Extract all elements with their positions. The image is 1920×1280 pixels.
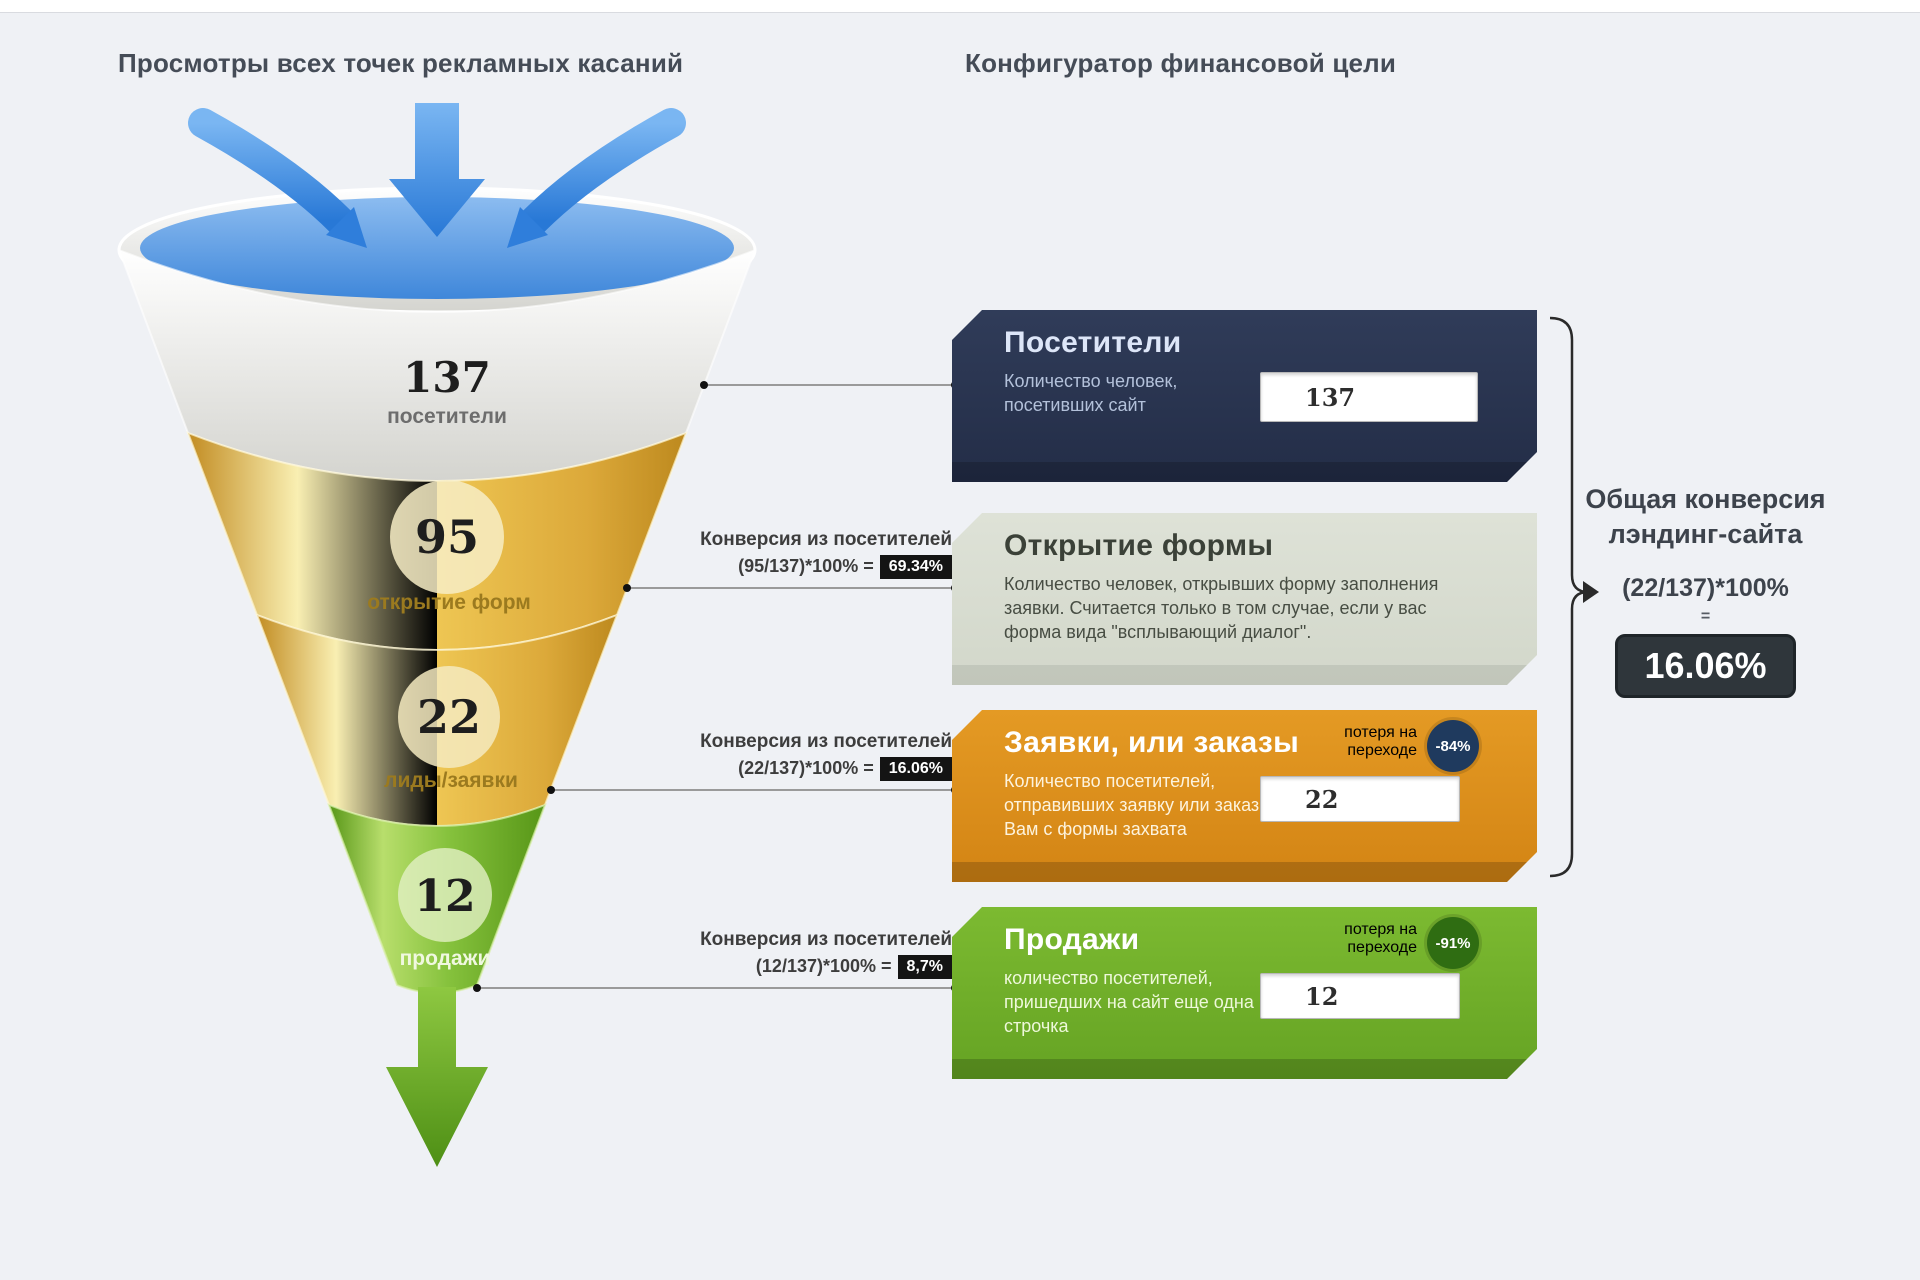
outflow-arrow-icon — [386, 987, 488, 1167]
conversion-title: Конверсия из посетителей — [700, 929, 952, 950]
top-divider — [0, 0, 1920, 13]
stage-leads-value: 22 — [417, 690, 481, 744]
conversion-title: Конверсия из посетителей — [700, 529, 952, 550]
summary-title: Общая конверсия лэндинг-сайта — [1585, 484, 1826, 550]
stage-leads-label: лиды/заявки — [384, 769, 518, 792]
card-description: Количество человек, открывших форму запо… — [1004, 574, 1439, 642]
stage-visitors-label: посетители — [387, 405, 507, 428]
summary-result-badge: 16.06% — [1615, 634, 1796, 699]
funnel-stage-leads: 22 лиды/заявки — [384, 666, 518, 792]
funnel-top-opening — [117, 186, 757, 314]
loss-badge: -91% — [1427, 917, 1479, 969]
card-sales: Продажи количество посетителей, пришедши… — [952, 907, 1537, 1079]
conversion-formula: (95/137)*100% = — [738, 555, 874, 576]
left-section-title: Просмотры всех точек рекламных касаний — [118, 48, 684, 78]
card-description: Количество человек, посетивших сайт — [1004, 371, 1178, 415]
stage-visitors-value: 137 — [403, 353, 491, 402]
conversion-label-form-opens: Конверсия из посетителей (95/137)*100% =… — [592, 528, 952, 579]
card-form-opens: Открытие формы Количество человек, откры… — [952, 513, 1537, 685]
stage-form-opens-value: 95 — [415, 510, 479, 564]
total-conversion-summary: Общая конверсия лэндинг-сайта (22/137)*1… — [1578, 482, 1833, 699]
funnel-stage-visitors: 137 посетители — [387, 353, 507, 428]
funnel-stage-sales: 12 продажи — [398, 848, 492, 970]
card-visitors: Посетители Количество человек, посетивши… — [952, 310, 1537, 482]
conversion-badge: 69.34% — [879, 554, 952, 579]
orders-count-input[interactable] — [1260, 776, 1460, 822]
funnel-diagram: 137 посетители 95 открытие форм 22 лиды/… — [85, 95, 805, 1195]
conversion-title: Конверсия из посетителей — [700, 731, 952, 752]
card-fold — [952, 1059, 1537, 1079]
card-title: Продажи — [1004, 923, 1140, 956]
conversion-formula: (12/137)*100% = — [755, 955, 892, 976]
loss-on-transition-label: потеря на переходе — [1344, 724, 1417, 759]
loss-badge: -84% — [1427, 720, 1479, 772]
summary-equals: = — [1700, 608, 1711, 626]
card-title: Заявки, или заказы — [1004, 726, 1300, 759]
conversion-badge: 16.06% — [879, 756, 952, 781]
summary-formula: (22/137)*100% — [1622, 574, 1789, 603]
right-section-title: Конфигуратор финансовой цели — [965, 48, 1397, 78]
loss-on-transition-label: потеря на переходе — [1344, 921, 1417, 956]
card-fold — [952, 462, 1537, 482]
stage-form-opens-label: открытие форм — [367, 591, 531, 614]
card-fold — [952, 862, 1537, 882]
card-title: Посетители — [1004, 326, 1182, 359]
conversion-formula: (22/137)*100% = — [738, 757, 874, 778]
card-fold — [952, 665, 1537, 685]
card-description: Количество посетителей, отправивших заяв… — [1004, 771, 1260, 839]
card-orders: Заявки, или заказы Количество посетителе… — [952, 710, 1537, 882]
funnel-svg: 137 посетители 95 открытие форм 22 лиды/… — [117, 103, 757, 1167]
conversion-badge: 8,7% — [897, 954, 952, 979]
visitors-count-input[interactable] — [1260, 372, 1478, 422]
stage-sales-label: продажи — [400, 947, 491, 970]
conversion-label-sales: Конверсия из посетителей (12/137)*100% =… — [592, 928, 952, 979]
funnel-stage-form-opens: 95 открытие форм — [367, 480, 531, 614]
card-description: количество посетителей, пришедших на сай… — [1004, 968, 1254, 1036]
card-title: Открытие формы — [1004, 529, 1274, 562]
conversion-label-leads: Конверсия из посетителей (22/137)*100% =… — [592, 730, 952, 781]
stage-sales-value: 12 — [414, 871, 475, 922]
sales-count-input[interactable] — [1260, 973, 1460, 1019]
inflow-arrows-icon — [188, 103, 686, 248]
